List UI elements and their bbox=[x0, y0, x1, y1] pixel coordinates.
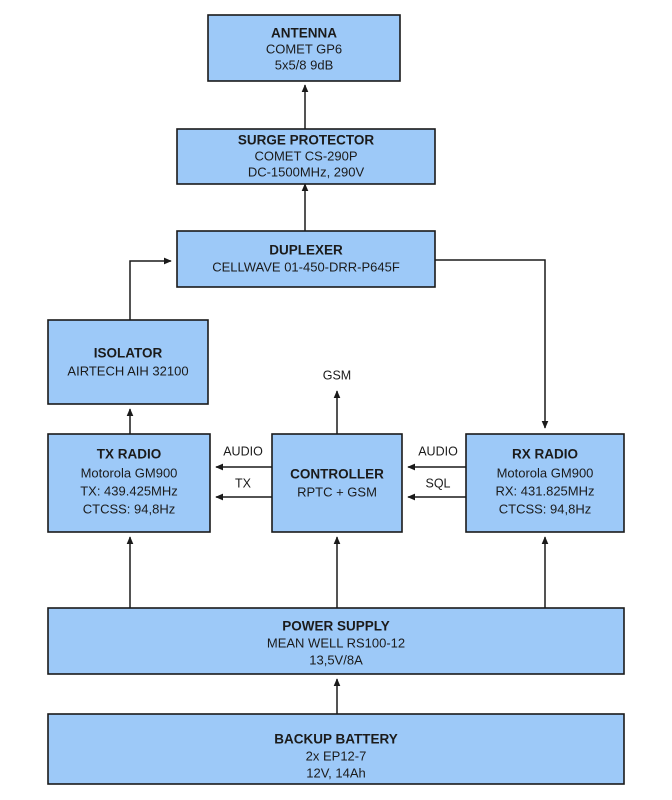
node-backup-battery[interactable]: BACKUP BATTERY 2x EP12-7 12V, 14Ah bbox=[47, 713, 625, 785]
node-duplexer-title: DUPLEXER bbox=[269, 243, 343, 258]
node-surge-protector-title: SURGE PROTECTOR bbox=[238, 133, 375, 148]
node-backup-battery-line-2: 12V, 14Ah bbox=[306, 765, 366, 780]
node-rx-radio-line-1: Motorola GM900 bbox=[497, 465, 594, 480]
node-power-supply-box[interactable] bbox=[47, 607, 625, 675]
node-power-supply-line-1: MEAN WELL RS100-12 bbox=[267, 635, 405, 650]
node-tx-radio-box[interactable] bbox=[47, 433, 211, 533]
node-power-supply[interactable]: POWER SUPPLY MEAN WELL RS100-12 13,5V/8A bbox=[47, 607, 625, 675]
edge-label-tx: TX bbox=[235, 476, 252, 490]
node-isolator-title: ISOLATOR bbox=[94, 346, 163, 361]
node-backup-battery-line-1: 2x EP12-7 bbox=[306, 748, 367, 763]
node-duplexer-box[interactable] bbox=[176, 230, 436, 288]
node-surge-protector-box[interactable] bbox=[176, 128, 436, 185]
nodes-layer: ANTENNA COMET GP6 5x5/8 9dB SURGE PROTEC… bbox=[47, 14, 625, 785]
node-duplexer[interactable]: DUPLEXER CELLWAVE 01-450-DRR-P645F bbox=[176, 230, 436, 288]
edge-label-audio-left: AUDIO bbox=[223, 444, 263, 458]
edge-label-audio-right: AUDIO bbox=[418, 444, 458, 458]
node-duplexer-line-1: CELLWAVE 01-450-DRR-P645F bbox=[212, 259, 400, 274]
node-rx-radio-box[interactable] bbox=[465, 433, 625, 533]
edges-layer: AUDIO TX AUDIO SQL GSM bbox=[126, 84, 549, 714]
node-rx-radio-title: RX RADIO bbox=[512, 447, 578, 462]
edge-label-gsm: GSM bbox=[323, 368, 351, 382]
node-controller-box[interactable] bbox=[271, 433, 403, 533]
node-isolator-box[interactable] bbox=[47, 319, 209, 405]
node-antenna-line-2: 5x5/8 9dB bbox=[275, 57, 334, 72]
node-isolator[interactable]: ISOLATOR AIRTECH AIH 32100 bbox=[47, 319, 209, 405]
node-power-supply-title: POWER SUPPLY bbox=[282, 619, 390, 634]
node-backup-battery-title: BACKUP BATTERY bbox=[274, 732, 398, 747]
node-tx-radio-line-1: Motorola GM900 bbox=[81, 465, 178, 480]
edge-duplexer-to-rx-radio bbox=[435, 259, 549, 429]
node-controller[interactable]: CONTROLLER RPTC + GSM bbox=[271, 433, 403, 533]
node-surge-protector-line-2: DC-1500MHz, 290V bbox=[248, 164, 365, 179]
node-tx-radio-title: TX RADIO bbox=[97, 447, 162, 462]
node-controller-title: CONTROLLER bbox=[290, 467, 384, 482]
node-controller-line-1: RPTC + GSM bbox=[297, 484, 377, 499]
node-isolator-line-1: AIRTECH AIH 32100 bbox=[67, 363, 188, 378]
node-tx-radio-line-3: CTCSS: 94,8Hz bbox=[83, 501, 175, 516]
node-rx-radio[interactable]: RX RADIO Motorola GM900 RX: 431.825MHz C… bbox=[465, 433, 625, 533]
edge-label-sql: SQL bbox=[425, 476, 450, 490]
node-tx-radio-line-2: TX: 439.425MHz bbox=[80, 483, 178, 498]
node-surge-protector[interactable]: SURGE PROTECTOR COMET CS-290P DC-1500MHz… bbox=[176, 128, 436, 185]
node-power-supply-line-2: 13,5V/8A bbox=[309, 652, 363, 667]
node-antenna-title: ANTENNA bbox=[271, 26, 337, 41]
node-backup-battery-box[interactable] bbox=[47, 713, 625, 785]
node-antenna-line-1: COMET GP6 bbox=[266, 41, 342, 56]
edge-isolator-to-duplexer bbox=[129, 257, 172, 320]
node-rx-radio-line-2: RX: 431.825MHz bbox=[496, 483, 595, 498]
node-tx-radio[interactable]: TX RADIO Motorola GM900 TX: 439.425MHz C… bbox=[47, 433, 211, 533]
node-surge-protector-line-1: COMET CS-290P bbox=[254, 148, 357, 163]
node-antenna[interactable]: ANTENNA COMET GP6 5x5/8 9dB bbox=[207, 14, 401, 82]
node-antenna-box[interactable] bbox=[207, 14, 401, 82]
node-rx-radio-line-3: CTCSS: 94,8Hz bbox=[499, 501, 591, 516]
